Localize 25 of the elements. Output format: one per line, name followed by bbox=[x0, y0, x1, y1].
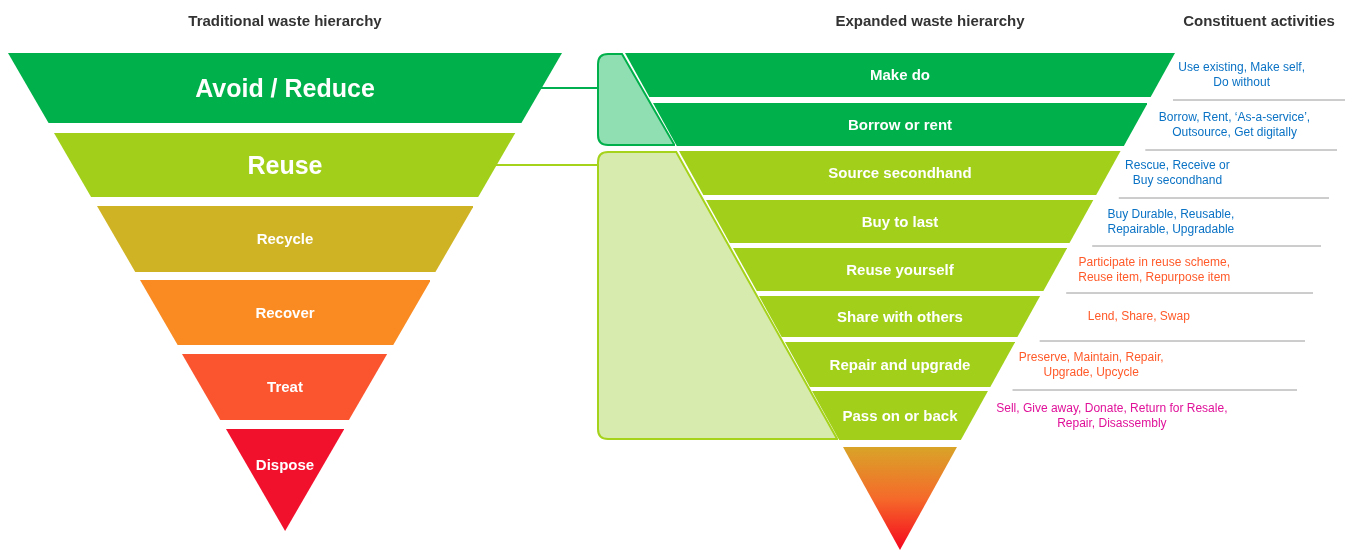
tier-label: Pass on or back bbox=[842, 407, 958, 424]
activity-text: Buy Durable, Reusable, Repairable, Upgradable bbox=[1106, 206, 1236, 237]
tier-label: Repair and upgrade bbox=[829, 356, 971, 373]
tier-label: Avoid / Reduce bbox=[195, 74, 375, 102]
section-heading: Traditional waste hierarchy bbox=[187, 11, 383, 31]
activity-text: Participate in reuse scheme, Reuse item, Repurpose item bbox=[1077, 254, 1232, 285]
tier-label: Make do bbox=[870, 67, 930, 83]
section-heading: Constituent activities bbox=[1182, 11, 1336, 31]
tier-label: Reuse yourself bbox=[846, 261, 954, 278]
tier-label: Source secondhand bbox=[828, 165, 972, 181]
activity-text: Lend, Share, Swap bbox=[1087, 309, 1190, 324]
tier-label: Reuse bbox=[247, 151, 323, 179]
tier-label: Recover bbox=[255, 304, 315, 321]
activity-text: Preserve, Maintain, Repair, Upgrade, Upcycle bbox=[1017, 349, 1165, 380]
tier-label: Buy to last bbox=[861, 213, 939, 230]
section-heading: Expanded waste hierarchy bbox=[834, 11, 1026, 31]
activity-text: Rescue, Receive or Buy secondhand bbox=[1124, 158, 1231, 188]
tier-label: Dispose bbox=[255, 457, 315, 473]
tier-label: Borrow or rent bbox=[847, 116, 953, 133]
tier-label: Treat bbox=[267, 379, 303, 395]
activity-text: Sell, Give away, Donate, Return for Resale, Repair, Disassembly bbox=[995, 400, 1229, 431]
tier-label: Recycle bbox=[256, 231, 314, 247]
tier-label: Share with others bbox=[837, 308, 963, 325]
activity-text: Use existing, Make self, Do without bbox=[1177, 60, 1306, 90]
activity-text: Borrow, Rent, ‘As-a-service’, Outsource, Get digitally bbox=[1157, 109, 1312, 140]
